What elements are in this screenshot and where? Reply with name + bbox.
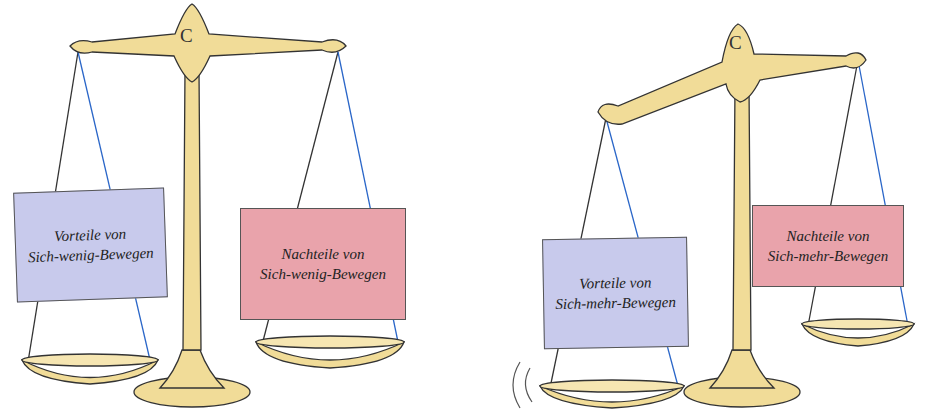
card-texts: Nachteile von Sich-mehr-Bewegen: [763, 226, 893, 267]
card-texts: Nachteile von Sich-wenig-Bewegen: [251, 244, 395, 285]
card-texts: Vorteile von Sich-mehr-Bewegen: [554, 272, 678, 315]
sign-card: Vorteile von Sich-mehr-Bewegen: [542, 237, 689, 350]
scale-emblem: C: [180, 26, 193, 45]
sign-card: Nachteile von Sich-mehr-Bewegen: [752, 205, 904, 287]
motion-lines: [513, 362, 532, 408]
sign-card: Nachteile von Sich-wenig-Bewegen: [240, 208, 406, 320]
card-text: Vorteile von Sich-mehr-Bewegen: [554, 272, 678, 315]
card-text: Nachteile von Sich-wenig-Bewegen: [251, 244, 395, 285]
scale-emblem: C: [729, 33, 742, 52]
card-text: Vorteile von Sich-wenig-Bewegen: [25, 223, 155, 268]
right-scale: [540, 24, 914, 408]
card-texts: Vorteile von Sich-wenig-Bewegen: [25, 223, 155, 268]
sign-card: Vorteile von Sich-wenig-Bewegen: [13, 187, 168, 302]
card-text: Nachteile von Sich-mehr-Bewegen: [763, 226, 893, 267]
